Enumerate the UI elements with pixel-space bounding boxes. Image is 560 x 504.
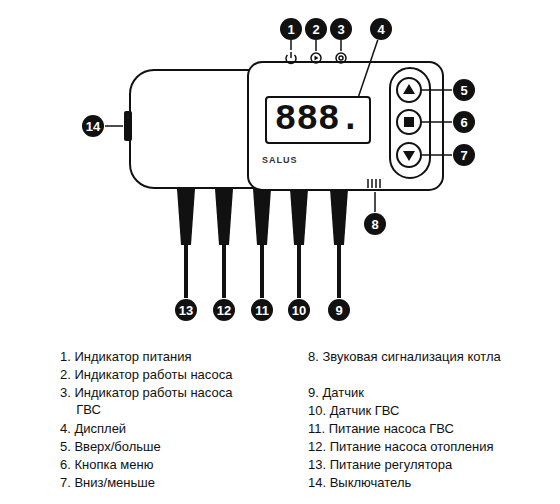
callout-text: 1	[287, 22, 294, 37]
legend-item: 8. Звуковая сигнализация котла	[308, 348, 514, 365]
up-arrow-symbol	[403, 84, 415, 94]
dhw-pump-icon	[339, 56, 343, 60]
leader-line	[290, 40, 292, 50]
legend-item: 13. Питание регулятора	[308, 456, 554, 473]
callout-number: 14	[82, 115, 104, 137]
cable-gland	[330, 189, 348, 245]
callout-text: 2	[312, 22, 319, 37]
leader-line	[374, 192, 376, 212]
dhw-pump-icon	[336, 53, 346, 63]
callout-number: 2	[305, 18, 327, 40]
callout-text: 11	[255, 303, 269, 318]
legend-item: 9. Датчик	[308, 384, 554, 401]
cable-gland	[177, 189, 195, 245]
leader-line	[359, 40, 378, 96]
legend-item: 12. Питание насоса отопления	[308, 438, 560, 455]
callout-number: 13	[175, 299, 197, 321]
cable	[260, 244, 264, 298]
leader-line	[105, 125, 123, 127]
legend-item: 10. Датчик ГВС	[308, 402, 554, 419]
legend-item: 4. Дисплей	[60, 420, 306, 437]
brand-logo: SALUS	[262, 152, 298, 169]
display-digits: 888.	[275, 99, 361, 140]
legend-item: 14. Выключатель	[308, 474, 554, 491]
button-strip	[390, 68, 430, 178]
menu-button	[397, 110, 421, 134]
leader-line	[422, 154, 452, 156]
callout-number: 4	[370, 18, 392, 40]
cable	[297, 244, 301, 298]
power-icon	[290, 52, 292, 58]
callout-text: 9	[335, 303, 342, 318]
callout-number: 10	[288, 299, 310, 321]
cable	[184, 244, 188, 298]
buzzer-grille	[375, 179, 377, 188]
callout-number: 11	[251, 299, 273, 321]
lcd-display: 888.	[265, 96, 371, 144]
legend-item: 2. Индикатор работы насоса	[60, 366, 306, 383]
callout-text: 5	[460, 83, 467, 98]
callout-number: 8	[364, 213, 386, 235]
callout-number: 12	[213, 299, 235, 321]
power-switch	[124, 111, 132, 141]
up-button	[397, 78, 421, 102]
cable-gland	[290, 189, 308, 245]
callout-text: 7	[460, 148, 467, 163]
front-panel	[248, 62, 443, 190]
pump-icon	[311, 53, 321, 63]
buzzer-grille	[371, 179, 373, 188]
callout-number: 5	[453, 79, 475, 101]
down-arrow-symbol	[403, 151, 415, 161]
cable	[337, 244, 341, 298]
callout-text: 10	[292, 303, 306, 318]
callout-text: 14	[86, 119, 100, 134]
callout-text: 4	[377, 22, 384, 37]
legend-item: 1. Индикатор питания	[60, 348, 306, 365]
cable-gland	[215, 189, 233, 245]
callout-number: 1	[280, 18, 302, 40]
pump-icon	[315, 56, 319, 61]
callout-text: 12	[217, 303, 231, 318]
cable-gland	[253, 189, 271, 245]
buzzer-grille	[379, 179, 381, 188]
callout-text: 6	[460, 115, 467, 130]
legend-item: 6. Кнопка меню	[60, 456, 306, 473]
leader-line	[422, 89, 452, 91]
leader-line	[315, 40, 317, 51]
callout-number: 3	[330, 18, 352, 40]
callout-number: 7	[453, 144, 475, 166]
callout-number: 9	[328, 299, 350, 321]
callout-number: 6	[453, 111, 475, 133]
leader-line	[340, 40, 342, 51]
legend-item: 5. Вверх/больше	[60, 438, 306, 455]
leader-line	[422, 121, 452, 123]
legend-item: 7. Вниз/меньше	[60, 474, 306, 491]
cable	[222, 244, 226, 298]
callout-text: 13	[179, 303, 193, 318]
callout-text: 8	[371, 217, 378, 232]
legend-item: 3. Индикатор работы насоса ГВС	[60, 384, 241, 418]
legend-item: 11. Питание насоса ГВС	[308, 420, 554, 437]
menu-symbol	[404, 117, 414, 127]
callout-text: 3	[337, 22, 344, 37]
buzzer-grille	[367, 179, 369, 188]
down-button	[397, 143, 421, 167]
